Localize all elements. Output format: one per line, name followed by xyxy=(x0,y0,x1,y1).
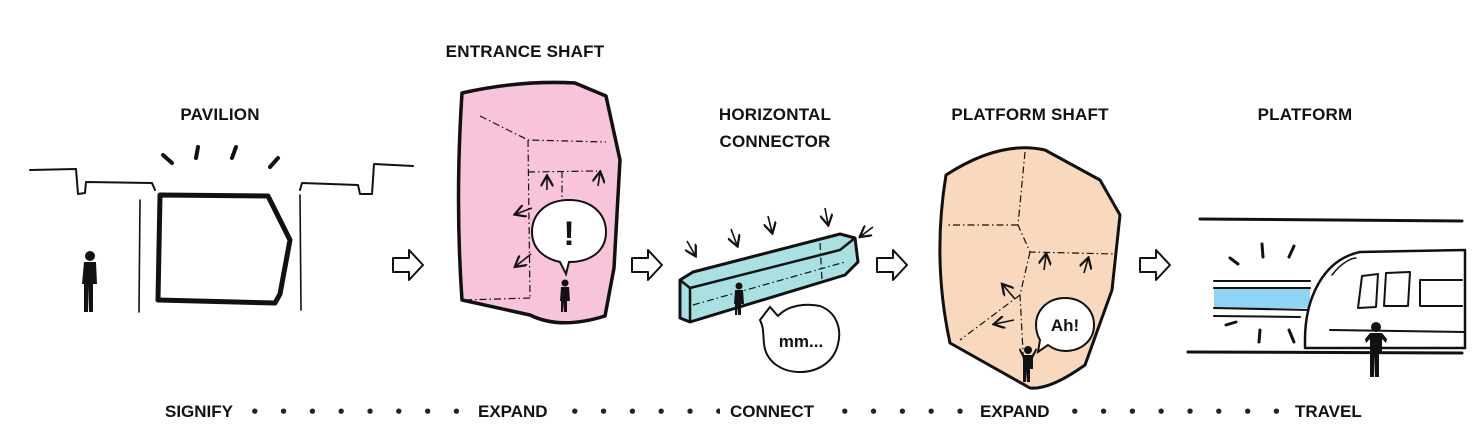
arrow-right-icon xyxy=(1139,249,1171,281)
platform-edge-line xyxy=(1186,350,1464,355)
horizontal-connector-sketch: mm... xyxy=(678,207,874,374)
heading-horizontal-connector-line1: HORIZONTAL xyxy=(718,105,832,124)
speech-bubble-icon: Ah! xyxy=(1034,296,1096,355)
person-figure-icon xyxy=(1365,322,1387,377)
dotted-connector-1: • • • • • • • • • • • • • • • • • xyxy=(250,403,468,421)
step-connect: CONNECT xyxy=(730,402,815,421)
heading-horizontal-connector-line2: CONNECTOR xyxy=(719,132,831,151)
dotted-connector-3: • • • • • • • • • • • xyxy=(840,403,970,421)
ground-right-line xyxy=(299,163,414,195)
ground-left-wall xyxy=(138,199,141,313)
pavilion-sketch xyxy=(29,145,414,313)
speech-bubble-icon: ! xyxy=(530,198,608,277)
dotted-connector-2: • • • • • • • • • • • • • xyxy=(570,403,720,421)
heading-platform: PLATFORM xyxy=(1257,105,1353,124)
platform-sketch xyxy=(1186,217,1467,355)
entrance-shaft-volume xyxy=(456,80,622,325)
heading-platform-shaft: PLATFORM SHAFT xyxy=(951,105,1109,124)
dotted-connector-4: • • • • • • • • • • • • • • • • • • xyxy=(1070,403,1290,421)
platform-top-line xyxy=(1198,217,1464,223)
heading-pavilion: PAVILION xyxy=(180,105,260,124)
speech-connector-text: mm... xyxy=(779,332,823,351)
person-figure-icon xyxy=(1019,346,1037,382)
person-figure-icon xyxy=(560,279,570,312)
arrow-right-icon xyxy=(392,249,424,281)
pavilion-mark-4 xyxy=(268,156,280,169)
pavilion-box xyxy=(155,192,293,306)
train-icon xyxy=(1303,248,1467,350)
arrow-right-icon xyxy=(876,249,908,281)
platform-shaft-sketch: Ah! xyxy=(938,146,1122,390)
heading-entrance-shaft: ENTRANCE SHAFT xyxy=(445,42,605,61)
ground-right-wall xyxy=(299,194,302,311)
pavilion-mark-2 xyxy=(194,145,200,160)
entrance-shaft-sketch: ! xyxy=(456,80,622,325)
person-figure-icon xyxy=(734,282,744,315)
speech-entrance-text: ! xyxy=(563,215,574,253)
speech-platform-shaft-text: Ah! xyxy=(1051,316,1079,335)
pavilion-mark-3 xyxy=(230,145,238,160)
pavilion-mark-1 xyxy=(161,153,174,165)
heading-horizontal-connector: HORIZONTAL CONNECTOR xyxy=(690,101,860,155)
step-expand-2: EXPAND xyxy=(980,402,1050,421)
arrow-right-icon xyxy=(631,249,663,281)
step-travel: TRAVEL xyxy=(1295,402,1362,421)
tunnel-glow xyxy=(1214,288,1310,308)
ground-left-line xyxy=(29,168,156,195)
person-figure-icon xyxy=(82,251,97,312)
speech-bubble-icon: mm... xyxy=(758,303,841,374)
step-expand-1: EXPAND xyxy=(478,402,548,421)
step-signify: SIGNIFY xyxy=(165,402,234,421)
